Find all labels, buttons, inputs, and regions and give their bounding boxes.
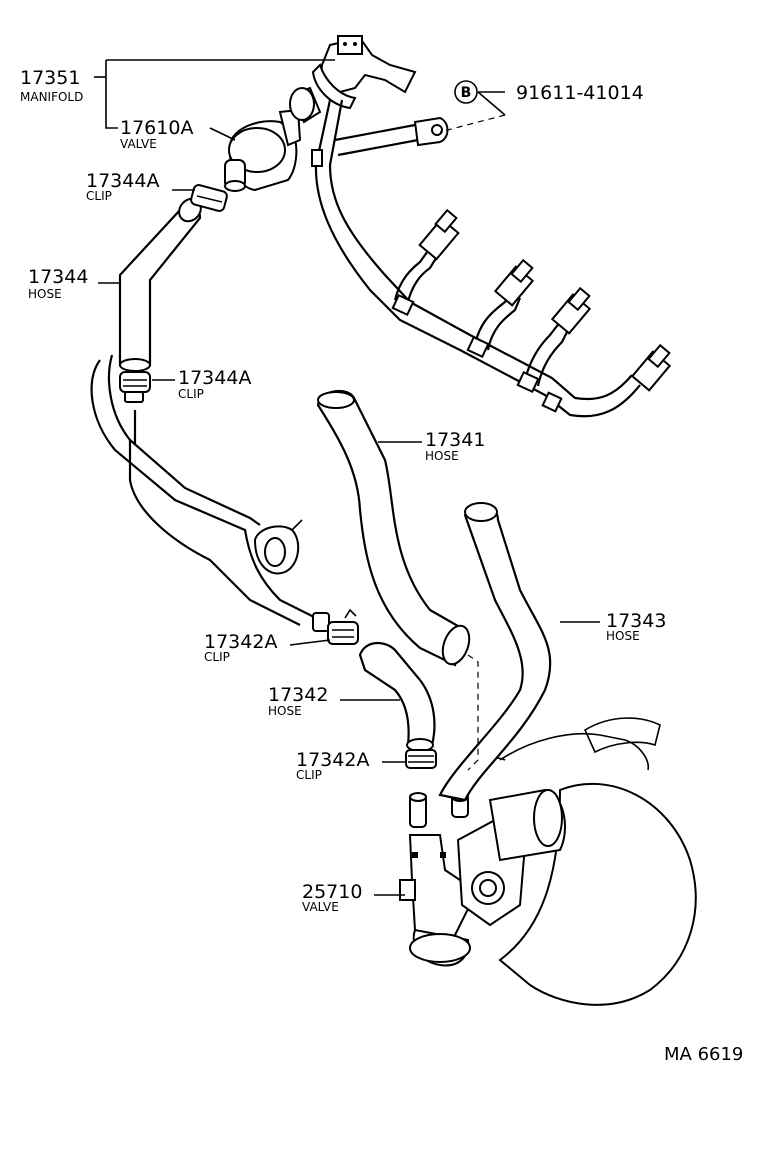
label-hose-17342-number: 17342 (268, 684, 328, 706)
label-clip-17342a-lower: 17342A CLIP (296, 749, 369, 782)
label-valve-17610a-name: VALVE (120, 137, 157, 151)
label-hose-17343-name: HOSE (606, 629, 640, 643)
label-bolt-number: 91611-41014 (516, 82, 644, 104)
label-hose-17344-number: 17344 (28, 266, 88, 288)
diagram-code: MA 6619 (664, 1044, 743, 1065)
air-pipe-drawing (90, 354, 330, 632)
hose-17341-drawing (316, 389, 471, 667)
label-clip-17342a-lower-name: CLIP (296, 768, 322, 782)
label-hose-17341-number: 17341 (425, 429, 485, 451)
label-clip-top-name: CLIP (86, 189, 112, 203)
label-valve-17610a-number: 17610A (120, 117, 193, 139)
label-clip-mid-name: CLIP (178, 387, 204, 401)
label-hose-17342-name: HOSE (268, 704, 302, 718)
label-manifold-name: MANIFOLD (20, 90, 83, 104)
label-hose-17344-name: HOSE (28, 287, 62, 301)
label-clip-top-number: 17344A (86, 170, 159, 192)
label-valve-25710-number: 25710 (302, 881, 362, 903)
hose-17342-drawing (358, 642, 436, 752)
manifold-17351-drawing (311, 35, 672, 418)
label-clip-mid-number: 17344A (178, 367, 251, 389)
valve-17610a-drawing (224, 86, 322, 192)
label-bolt-marker: B (461, 85, 472, 101)
label-hose-17343-number: 17343 (606, 610, 666, 632)
leader-lines (94, 59, 600, 896)
label-bolt: B 91611-41014 (454, 80, 644, 104)
label-clip-17342a-upper-number: 17342A (204, 631, 277, 653)
label-manifold: 17351 MANIFOLD (20, 67, 83, 104)
label-valve-25710: 25710 VALVE (302, 881, 362, 914)
label-hose-17341-name: HOSE (425, 449, 459, 463)
label-clip-17342a-upper-name: CLIP (204, 650, 230, 664)
label-clip-top: 17344A CLIP (86, 170, 159, 203)
label-clip-17342a-upper: 17342A CLIP (204, 631, 277, 664)
label-hose-17342: 17342 HOSE (268, 684, 328, 718)
valve-25710-drawing (399, 788, 566, 967)
label-clip-17342a-lower-number: 17342A (296, 749, 369, 771)
label-hose-17341: 17341 HOSE (425, 429, 485, 463)
label-manifold-number: 17351 (20, 67, 80, 89)
label-hose-17343: 17343 HOSE (606, 610, 666, 643)
label-valve-25710-name: VALVE (302, 900, 339, 914)
label-hose-17344: 17344 HOSE (28, 266, 88, 301)
clip-17342a-upper-drawing (327, 608, 359, 645)
clip-17344a-top-drawing (190, 184, 228, 212)
clip-17344a-middle-drawing (119, 371, 151, 403)
clip-17342a-lower-drawing (405, 749, 437, 769)
label-valve-17610a: 17610A VALVE (120, 117, 193, 151)
hose-17344-drawing (118, 197, 202, 372)
hose-17343-drawing (438, 502, 552, 802)
label-clip-mid: 17344A CLIP (178, 367, 251, 401)
